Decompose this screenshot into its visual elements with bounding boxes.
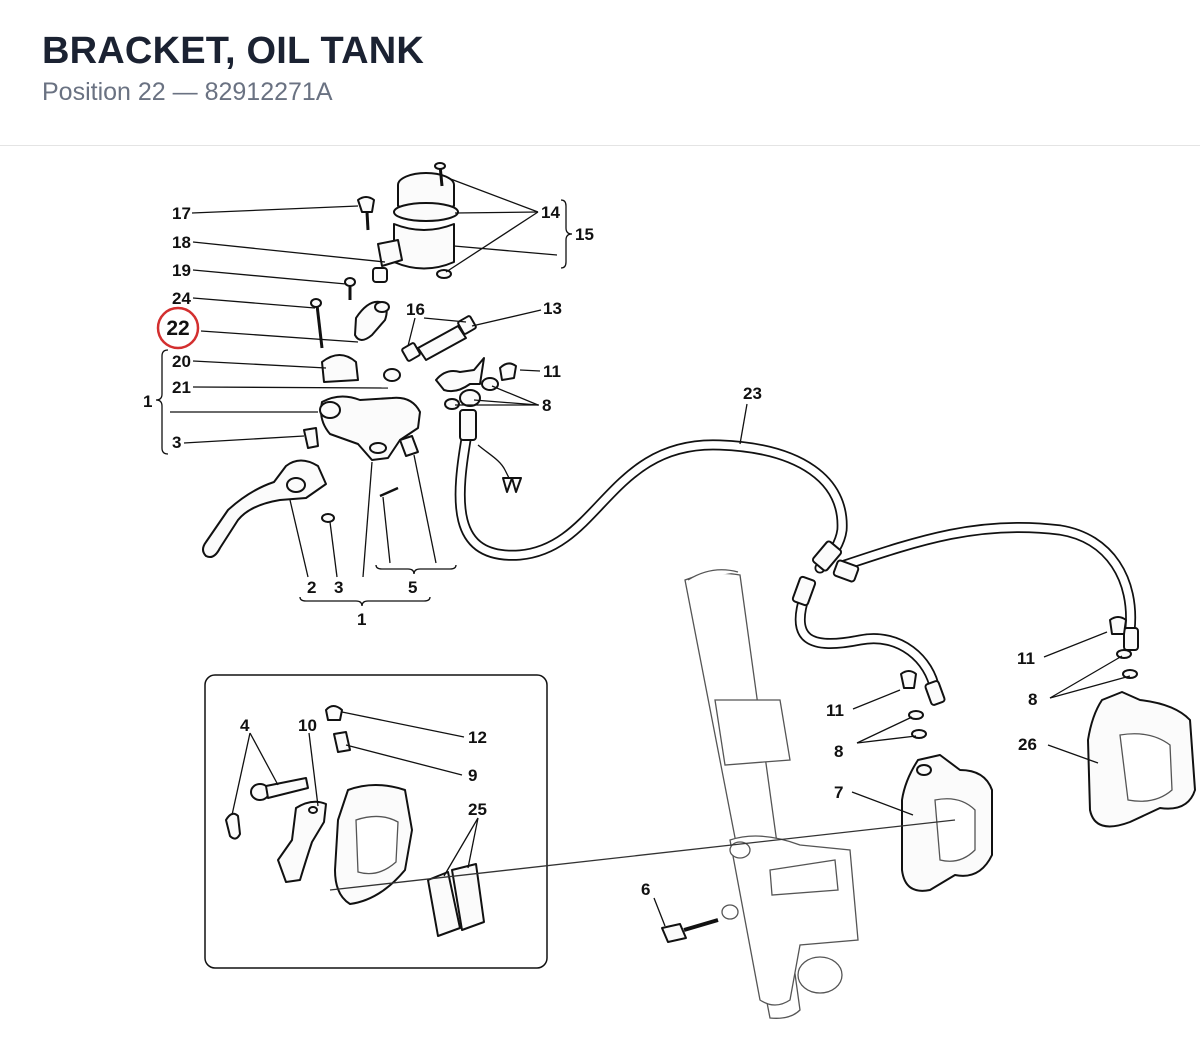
- callout-14: 14: [541, 203, 560, 222]
- fork-leg: [684, 569, 859, 1019]
- callout-8-mid: 8: [834, 742, 843, 761]
- page-header: BRACKET, OIL TANK Position 22 — 82912271…: [0, 0, 1200, 146]
- master-cylinder-assembly: [202, 162, 517, 558]
- callout-labels: 17 18 19 24 22 20 21 1 3 14 15 16 13 11 …: [143, 203, 1037, 899]
- callout-11-mid: 11: [826, 701, 844, 720]
- exploded-parts-diagram: 17 18 19 24 22 20 21 1 3 14 15 16 13 11 …: [0, 146, 1200, 1058]
- callout-22: 22: [166, 317, 189, 340]
- callout-21: 21: [172, 378, 191, 397]
- callout-6: 6: [641, 880, 650, 899]
- callout-17: 17: [172, 204, 191, 223]
- callout-5: 5: [408, 578, 417, 597]
- callout-11-upper: 11: [543, 362, 561, 381]
- callout-8-upper: 8: [542, 396, 551, 415]
- callout-4: 4: [240, 716, 250, 735]
- callout-7: 7: [834, 783, 843, 802]
- callout-10: 10: [298, 716, 317, 735]
- diagram-svg: 17 18 19 24 22 20 21 1 3 14 15 16 13 11 …: [143, 162, 1196, 1019]
- callout-12: 12: [468, 728, 487, 747]
- callout-24: 24: [172, 289, 191, 308]
- screw-6: [661, 918, 719, 943]
- right-caliper: [1087, 616, 1196, 828]
- callout-2: 2: [307, 578, 316, 597]
- part-subtitle: Position 22 — 82912271A: [42, 78, 333, 106]
- callout-13: 13: [543, 299, 562, 318]
- highlight-ring: [156, 306, 200, 350]
- callout-3-left: 3: [172, 433, 181, 452]
- callout-16: 16: [406, 300, 425, 319]
- leader-lines: [170, 177, 1131, 927]
- callout-26: 26: [1018, 735, 1037, 754]
- callout-19: 19: [172, 261, 191, 280]
- callout-20: 20: [172, 352, 191, 371]
- callout-1-bracket: 1: [143, 392, 152, 411]
- callout-9: 9: [468, 766, 477, 785]
- callout-8-right: 8: [1028, 690, 1037, 709]
- callout-25: 25: [468, 800, 487, 819]
- inset-box: [204, 674, 548, 969]
- page-title: BRACKET, OIL TANK: [42, 30, 424, 72]
- callout-18: 18: [172, 233, 191, 252]
- braces: [155, 199, 573, 607]
- callout-23: 23: [743, 384, 762, 403]
- callout-1-bottom: 1: [357, 610, 366, 629]
- left-caliper: [900, 670, 993, 892]
- brake-hoses: [454, 409, 1139, 706]
- callout-3-bottom: 3: [334, 578, 343, 597]
- callout-11-right: 11: [1017, 649, 1035, 668]
- callout-15: 15: [575, 225, 594, 244]
